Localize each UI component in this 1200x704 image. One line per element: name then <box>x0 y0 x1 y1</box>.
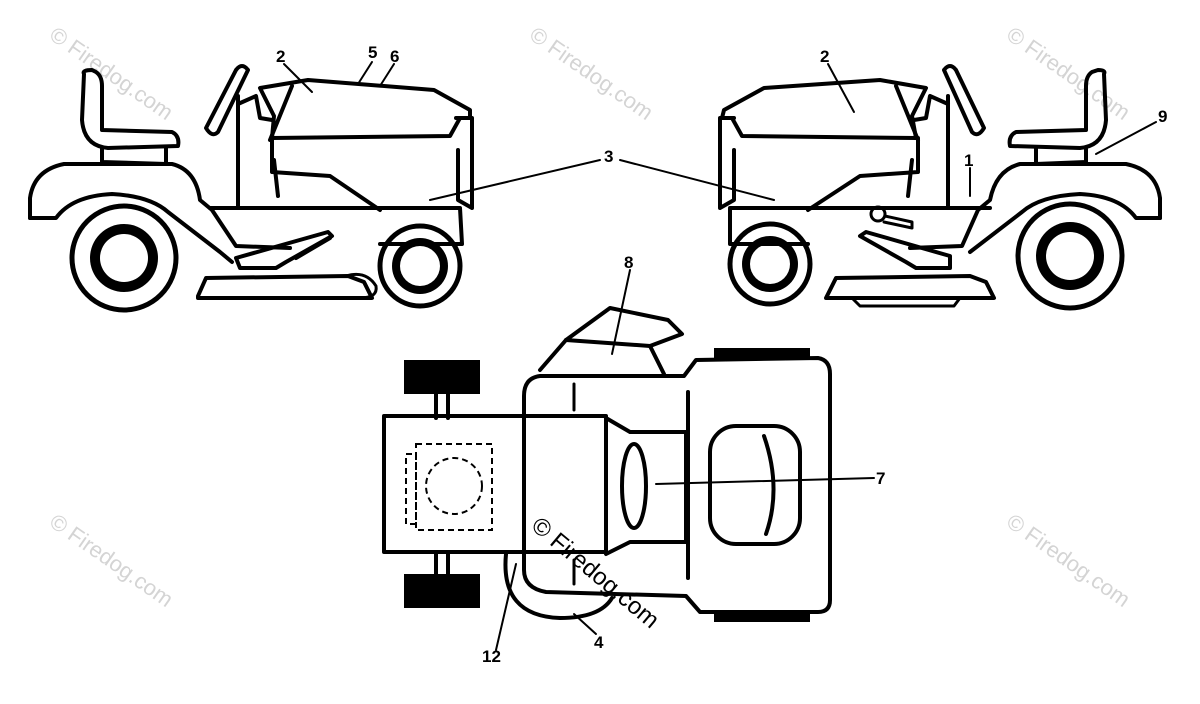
hood-crease-right <box>894 84 920 142</box>
rear-tire-right <box>1015 201 1125 311</box>
front-axle-top-lower <box>434 550 450 576</box>
chassis-left <box>208 206 464 246</box>
leader-9 <box>1095 121 1157 155</box>
rear-body-right <box>908 162 1162 250</box>
steering-wheel-top <box>620 442 648 530</box>
discharge-chute-top <box>538 306 684 376</box>
pedal-right <box>858 230 952 270</box>
pedal-left <box>234 230 334 270</box>
grille-right <box>718 116 736 210</box>
air-filter-outline-top <box>425 457 483 515</box>
leader-lines <box>283 61 1157 651</box>
steering-wheel-right <box>942 64 986 137</box>
callout-3: 3 <box>604 147 613 166</box>
seat-base-left <box>100 146 168 166</box>
mower-deck-left <box>196 274 374 300</box>
grille-left <box>454 116 474 210</box>
front-hub-left <box>400 246 440 286</box>
watermark-bottom-left: © Firedog.com <box>45 509 178 612</box>
dash-left <box>236 94 274 122</box>
mower-deck-arc-top <box>503 552 614 620</box>
hood-side-right <box>906 158 914 198</box>
callout-8: 8 <box>624 253 633 272</box>
watermark-top-center: © Firedog.com <box>525 22 658 125</box>
rear-body-left <box>28 162 292 250</box>
seat-right <box>1007 68 1108 150</box>
rear-tire-left <box>69 203 179 313</box>
leader-2-left <box>283 63 313 93</box>
watermark-bottom-right: © Firedog.com <box>1002 509 1135 612</box>
mower-deck-right <box>824 274 996 300</box>
leader-8 <box>611 269 631 355</box>
chassis-right <box>728 206 992 246</box>
hood-top <box>382 414 608 554</box>
front-tire-left <box>377 223 463 309</box>
engine-side-outline-top <box>405 453 417 525</box>
seat-left <box>80 68 181 150</box>
footrest-left <box>294 236 332 260</box>
rear-hub-right <box>1046 232 1094 280</box>
leader-4 <box>573 613 597 635</box>
callout-6: 6 <box>390 47 399 66</box>
callout-7: 7 <box>876 469 885 488</box>
callout-5: 5 <box>368 43 377 62</box>
tractor-right-side-view <box>718 64 1162 311</box>
steering-area-top <box>604 416 688 556</box>
watermark-top-right: © Firedog.com <box>1002 22 1135 125</box>
steering-wheel-left <box>204 64 250 137</box>
dash-right <box>912 94 950 122</box>
leader-3-left <box>429 159 601 201</box>
callout-labels: 2 5 6 2 3 1 9 8 7 4 12 <box>276 43 1167 666</box>
callout-2-right: 2 <box>820 47 829 66</box>
callout-1: 1 <box>964 151 973 170</box>
seat-base-right <box>1034 146 1088 166</box>
watermark-top-left: © Firedog.com <box>45 22 178 125</box>
engine-outline-top <box>415 443 493 531</box>
callout-12: 12 <box>482 647 501 666</box>
ignition-key-icon <box>869 205 887 223</box>
leader-6 <box>379 63 395 87</box>
leader-7 <box>655 477 875 485</box>
tractor-left-side-view <box>28 64 474 313</box>
watermarks: © Firedog.com © Firedog.com © Firedog.co… <box>45 22 1135 612</box>
hood-crease-left <box>268 84 294 142</box>
callout-9: 9 <box>1158 107 1167 126</box>
deck-underside-right <box>850 296 962 308</box>
rear-hub-left <box>100 234 148 282</box>
tractor-top-view <box>382 306 832 622</box>
leader-12 <box>495 563 517 651</box>
rear-wheel-arch-right <box>968 192 1162 254</box>
seat-back-top <box>762 434 776 536</box>
front-tire-right <box>727 221 813 307</box>
front-tire-top-left <box>404 360 480 394</box>
front-tire-top-right <box>404 574 480 608</box>
front-hub-right <box>750 244 790 284</box>
seat-top <box>708 424 802 546</box>
rear-wheel-arch-left <box>28 192 234 264</box>
leader-2-right <box>827 63 855 113</box>
callout-4: 4 <box>594 633 604 652</box>
hood-side-left <box>272 158 280 198</box>
chute-fold-top <box>564 338 652 348</box>
ignition-key-shaft <box>882 214 914 230</box>
leader-3-right <box>619 159 775 201</box>
rear-body-top <box>522 356 832 614</box>
hood-panel-right <box>806 136 920 212</box>
callout-2-left: 2 <box>276 47 285 66</box>
hood-panel-left <box>270 136 382 212</box>
leader-5 <box>357 61 373 85</box>
discharge-chute-left <box>344 272 378 300</box>
